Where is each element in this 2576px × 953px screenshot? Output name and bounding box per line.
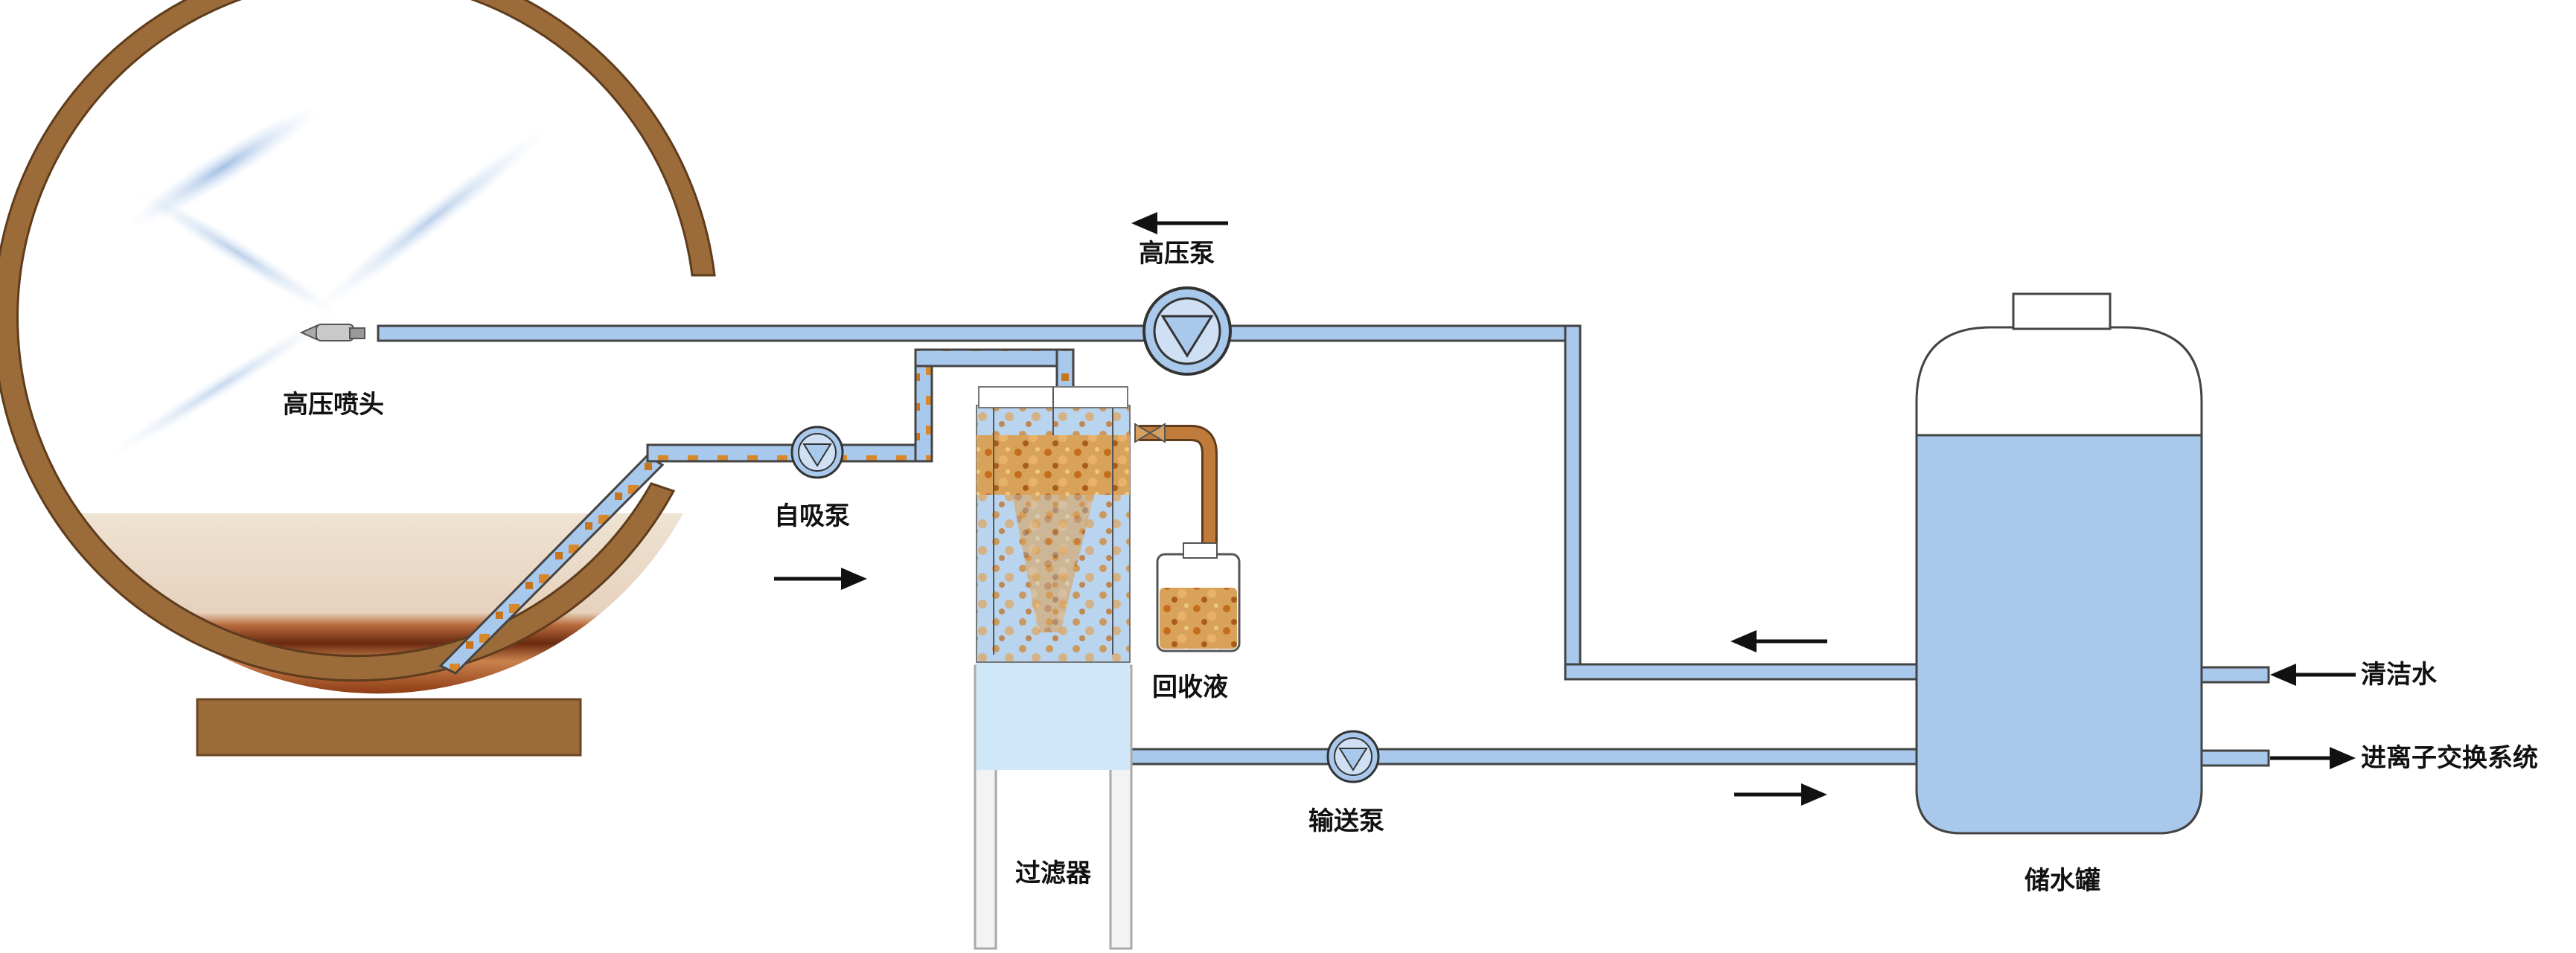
drum-shell xyxy=(0,0,716,682)
label-clean-water: 清洁水 xyxy=(2361,660,2438,690)
label-recovery-liquid: 回收液 xyxy=(1152,673,1228,702)
arrow-clean-water xyxy=(2270,664,2356,686)
spray-jets xyxy=(106,106,549,459)
transfer-pump xyxy=(1326,730,1380,783)
sludge-line xyxy=(438,348,1075,675)
pipes xyxy=(377,324,2270,768)
filter xyxy=(974,386,1133,950)
label-ion-exchange: 进离子交换系统 xyxy=(2361,743,2538,773)
label-self-priming-pump: 自吸泵 xyxy=(774,501,850,531)
arrow-transfer-line xyxy=(1734,783,1827,806)
high-pressure-pump xyxy=(1142,286,1232,376)
label-high-pressure-pump: 高压泵 xyxy=(1139,239,1215,269)
arrow-return-line xyxy=(1730,630,1827,652)
recovery-container xyxy=(1156,542,1241,652)
arrow-ion-exchange xyxy=(2270,747,2356,769)
label-nozzle: 高压喷头 xyxy=(283,390,384,420)
self-priming-pump xyxy=(790,426,844,479)
arrow-high-pressure xyxy=(1131,212,1228,234)
storage-tank xyxy=(1915,292,2203,835)
flow-arrows xyxy=(774,212,2356,806)
label-transfer-pump: 输送泵 xyxy=(1308,806,1384,836)
high-pressure-nozzle xyxy=(299,324,365,341)
label-filter: 过滤器 xyxy=(1015,859,1092,888)
washing-drum xyxy=(0,0,716,757)
recovery-line xyxy=(1134,423,1218,565)
arrow-self-priming xyxy=(774,568,867,590)
label-storage-tank: 储水罐 xyxy=(2024,866,2100,896)
drum-base xyxy=(196,698,582,757)
